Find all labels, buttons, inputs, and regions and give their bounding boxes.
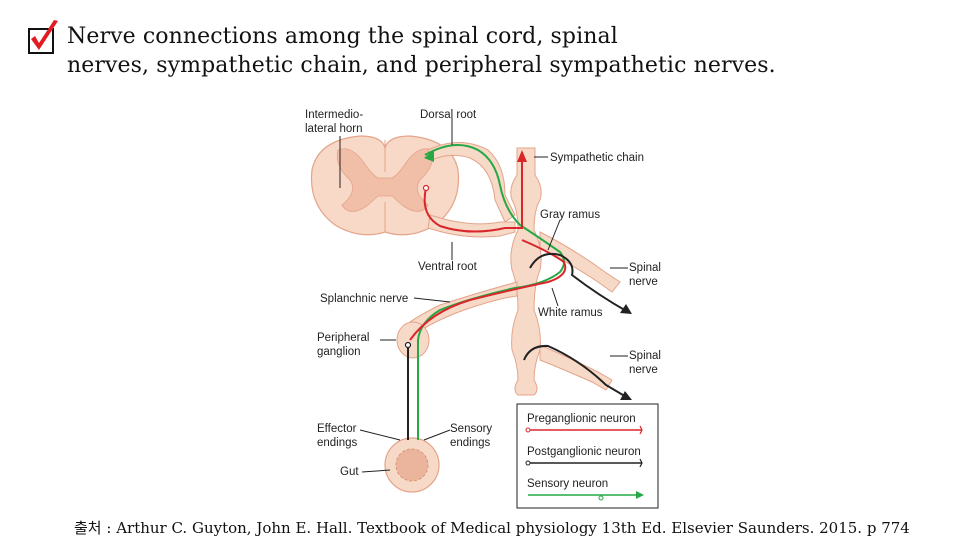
label-spinal-nerve-2b: nerve	[629, 364, 658, 376]
title-line-2: nerves, sympathetic chain, and periphera…	[67, 53, 776, 78]
postganglionic-lower-path	[523, 344, 629, 399]
arrow-head-chain	[517, 150, 527, 162]
legend-preganglionic-label: Preganglionic neuron	[527, 413, 636, 425]
label-peripheral-ganglion-1: Peripheral	[317, 332, 369, 344]
label-spinal-nerve-1a: Spinal	[629, 262, 661, 274]
label-ventral-root: Ventral root	[418, 261, 478, 273]
arrow-head-dorsal	[424, 150, 434, 162]
label-intermediolateral-horn-2: lateral horn	[305, 123, 363, 135]
spinal-cord	[310, 135, 460, 236]
arrow-head-spinal-1	[620, 304, 632, 314]
label-effector-endings-2: endings	[317, 437, 358, 449]
label-dorsal-root: Dorsal root	[420, 109, 477, 121]
label-sympathetic-chain: Sympathetic chain	[550, 152, 644, 164]
label-intermediolateral-horn-1: Intermedio-	[305, 109, 363, 121]
label-effector-endings-1: Effector	[317, 423, 357, 435]
title-line-1: Nerve connections among the spinal cord,…	[67, 24, 618, 49]
preganglionic-neuron-path	[423, 160, 523, 233]
checkbox-check-icon	[28, 20, 58, 54]
label-white-ramus: White ramus	[538, 307, 603, 319]
sensory-neuron-path	[417, 144, 565, 440]
legend-postganglionic-label: Postganglionic neuron	[527, 446, 641, 458]
source-citation: 출처 : Arthur C. Guyton, John E. Hall. Tex…	[74, 519, 910, 537]
slide-title: Nerve connections among the spinal cord,…	[67, 22, 776, 80]
arrow-head-spinal-2	[620, 391, 632, 400]
label-spinal-nerve-2a: Spinal	[629, 350, 661, 362]
label-sensory-endings-1: Sensory	[450, 423, 492, 435]
label-peripheral-ganglion-2: ganglion	[317, 346, 360, 358]
legend: Preganglionic neuron Postganglionic neur…	[516, 403, 659, 509]
preganglionic-white-ramus-path	[409, 239, 567, 341]
label-splanchnic-nerve: Splanchnic nerve	[320, 293, 408, 305]
legend-sensory-label: Sensory neuron	[527, 478, 608, 490]
gut-illustration	[384, 437, 440, 493]
label-gut: Gut	[340, 466, 359, 478]
label-sensory-endings-2: endings	[450, 437, 491, 449]
label-spinal-nerve-1b: nerve	[629, 276, 658, 288]
postganglionic-gray-ramus-path	[529, 252, 629, 313]
label-gray-ramus: Gray ramus	[540, 209, 600, 221]
leader-lines	[339, 118, 628, 473]
